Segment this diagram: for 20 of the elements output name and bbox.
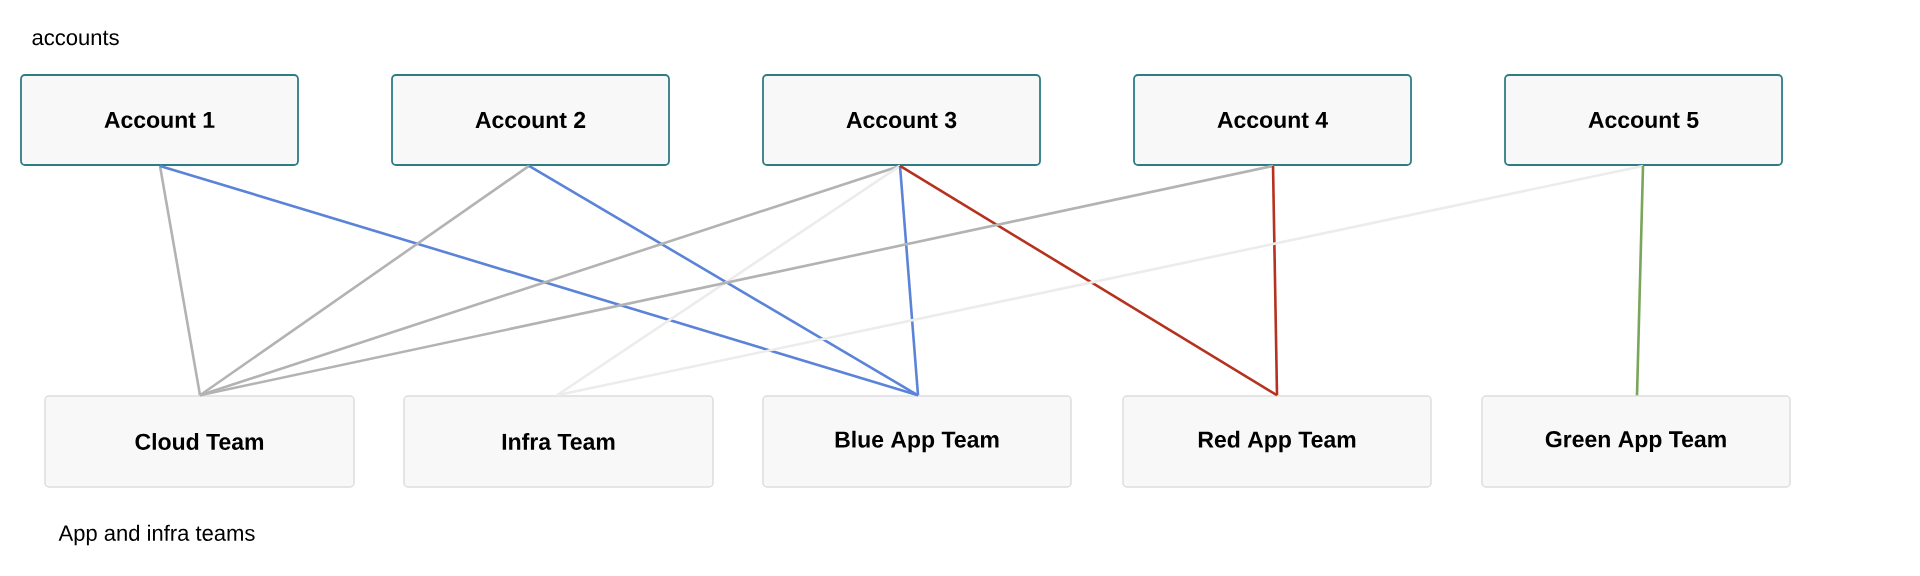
account-box: Account 5 bbox=[1504, 74, 1783, 166]
team-box: Green App Team bbox=[1481, 395, 1791, 488]
group-label: App and infra teams bbox=[58, 524, 255, 546]
connector-line bbox=[898, 165, 920, 396]
team-box: Infra Team bbox=[403, 395, 714, 488]
account-box: Account 4 bbox=[1133, 74, 1412, 166]
team-box: Blue App Team bbox=[762, 395, 1072, 488]
connector-line bbox=[556, 164, 1644, 397]
connector-line bbox=[1271, 165, 1279, 396]
connector-line bbox=[1635, 165, 1645, 396]
account-box: Account 1 bbox=[20, 74, 299, 166]
account-box: Account 2 bbox=[391, 74, 670, 166]
team-box: Cloud Team bbox=[44, 395, 355, 488]
connector-line bbox=[158, 165, 202, 396]
team-box: Red App Team bbox=[1122, 395, 1432, 488]
connector-line bbox=[899, 164, 1278, 397]
account-box: Account 3 bbox=[762, 74, 1041, 166]
connector-line bbox=[199, 164, 1274, 397]
group-label: accounts bbox=[32, 30, 119, 46]
connector-line bbox=[199, 164, 530, 397]
